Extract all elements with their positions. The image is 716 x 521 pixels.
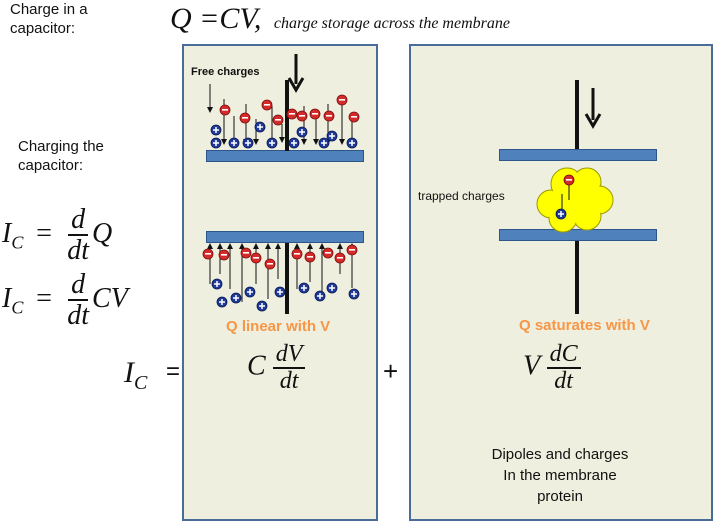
negative-signs-bottom (205, 249, 355, 265)
frac-num: d (68, 205, 89, 237)
c-symbol: C (247, 350, 266, 382)
equals-sign: = (34, 217, 54, 249)
cv-symbol: CV (92, 282, 128, 314)
plus-sign: + (383, 356, 399, 386)
membrane-protein-description: Dipoles and charges In the membrane prot… (440, 444, 680, 507)
q-linear-label: Q linear with V (226, 318, 331, 335)
v-symbol: V (523, 350, 540, 382)
frac-den: dt (554, 368, 573, 395)
ic-subscript: C (134, 372, 148, 394)
ic-symbol: I (2, 217, 12, 249)
free-charge-diagram (202, 54, 360, 314)
ic-symbol: I (2, 282, 12, 314)
ic-subscript: C (11, 232, 24, 253)
frac-num: dV (272, 341, 306, 370)
q-equals-cv: Q =CV, (170, 2, 262, 35)
ic-sum-lhs: IC (124, 356, 147, 395)
free-charges-label: Free charges (191, 66, 260, 78)
ic-symbol: I (124, 356, 134, 389)
frac-den: dt (67, 235, 90, 267)
positive-charges-bottom (211, 278, 360, 312)
lower-plate-left (206, 231, 364, 243)
charging-capacitor-label: Charging the capacitor: (18, 138, 104, 174)
frac-den: dt (67, 300, 90, 332)
description-line-1: Dipoles and charges (491, 446, 629, 463)
positive-signs-top (213, 124, 355, 146)
frac-num: d (68, 270, 89, 302)
negative-charges-bottom (202, 244, 358, 270)
lower-plate-right (499, 229, 657, 241)
positive-charges-top (210, 121, 358, 149)
trapped-charge-diagram (536, 80, 614, 314)
description-line-3: protein (537, 488, 583, 505)
upper-plate-right (499, 149, 657, 161)
sum-equals-sign: = (166, 358, 181, 385)
q-saturates-label: Q saturates with V (519, 317, 650, 334)
negative-charges-top (219, 94, 360, 126)
description-line-2: In the membrane (503, 467, 617, 484)
q-symbol: Q (92, 217, 113, 249)
ic-subscript: C (11, 297, 24, 318)
header-caption: charge storage across the membrane (273, 15, 510, 32)
negative-signs-top (222, 99, 357, 121)
positive-signs-bottom (214, 281, 357, 309)
trapped-charges-label: trapped charges (418, 189, 505, 203)
equals-sign: = (34, 282, 54, 314)
frac-num: dC (546, 341, 581, 370)
frac-den: dt (279, 368, 299, 395)
charge-in-capacitor-label: Charge in a capacitor: (10, 1, 88, 37)
trapped-charge-panel (409, 44, 713, 521)
header-equation-row: Q =CV, charge storage across the membran… (170, 2, 510, 36)
